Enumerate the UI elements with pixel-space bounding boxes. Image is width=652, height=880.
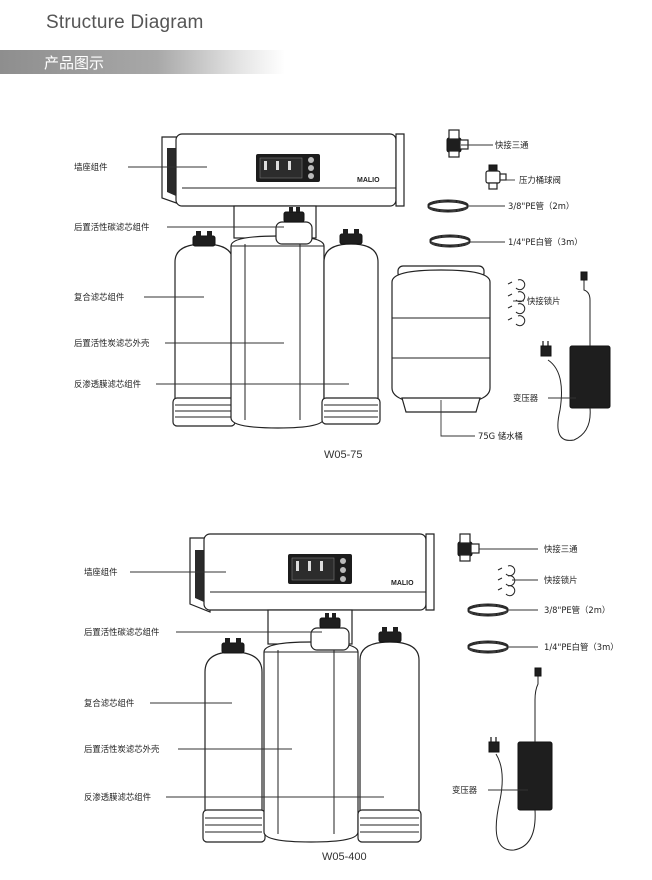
wall-mount-head (189, 533, 435, 613)
section-banner: 产品图示 (0, 50, 285, 74)
model-name: W05-75 (324, 449, 363, 461)
label-wall-mount: 墙座组件 (84, 567, 118, 577)
label-transformer: 变压器 (513, 393, 539, 403)
label-transformer: 变压器 (452, 785, 478, 795)
brand-logo: MALIO (391, 580, 414, 587)
label-composite: 复合滤芯组件 (74, 292, 124, 302)
label-pe-38: 3/8"PE管（2m） (544, 605, 610, 615)
label-ro-membrane: 反渗透膜滤芯组件 (74, 379, 141, 389)
label-wall-mount: 墙座组件 (74, 162, 108, 172)
label-ro-membrane: 反渗透膜滤芯组件 (84, 792, 151, 802)
label-lock-clip: 快接锁片 (527, 296, 561, 306)
label-pe-14: 1/4"PE白管（3m） (544, 642, 619, 652)
label-tank-valve: 压力桶球阀 (519, 175, 561, 185)
page-title: Structure Diagram (46, 12, 204, 33)
label-pe-38: 3/8"PE管（2m） (508, 201, 574, 211)
wall-mount-head (161, 133, 405, 207)
transformer (488, 667, 553, 851)
ro-membrane-filter (357, 627, 422, 843)
lock-clips (507, 279, 526, 327)
label-lock-clip: 快接锁片 (544, 575, 578, 585)
label-tank: 75G 储水桶 (478, 431, 523, 441)
section-label: 产品图示 (44, 54, 105, 72)
brand-logo: MALIO (357, 177, 380, 184)
label-rear-carbon: 后置活性碳滤芯组件 (74, 222, 149, 232)
model-name: W05-400 (322, 851, 367, 863)
pe-tube-38 (427, 199, 469, 213)
ro-membrane-filter (321, 229, 381, 425)
rear-carbon-shell (230, 207, 325, 429)
pe-tube-14 (467, 640, 509, 654)
label-rear-carbon: 后置活性碳滤芯组件 (84, 627, 159, 637)
lock-clips (497, 565, 516, 597)
quick-tee-fitting (446, 129, 469, 158)
transformer (540, 271, 611, 441)
rear-carbon-shell (263, 613, 359, 843)
quick-tee-fitting (457, 533, 480, 562)
diagram-w05-75: MALIO (74, 129, 611, 461)
label-composite: 复合滤芯组件 (84, 698, 134, 708)
composite-filter (202, 638, 266, 843)
label-quick-tee: 快接三通 (495, 140, 529, 150)
diagram-w05-400: MALIO (84, 533, 619, 863)
tank-ball-valve (485, 164, 507, 190)
label-quick-tee: 快接三通 (544, 544, 578, 554)
composite-filter (172, 231, 236, 427)
pe-tube-14 (429, 234, 471, 248)
pe-tube-38 (467, 603, 509, 617)
label-rear-carbon-shell: 后置活性炭滤芯外壳 (84, 744, 160, 754)
label-rear-carbon-shell: 后置活性炭滤芯外壳 (74, 338, 150, 348)
label-pe-14: 1/4"PE白管（3m） (508, 237, 583, 247)
storage-tank (391, 265, 491, 413)
